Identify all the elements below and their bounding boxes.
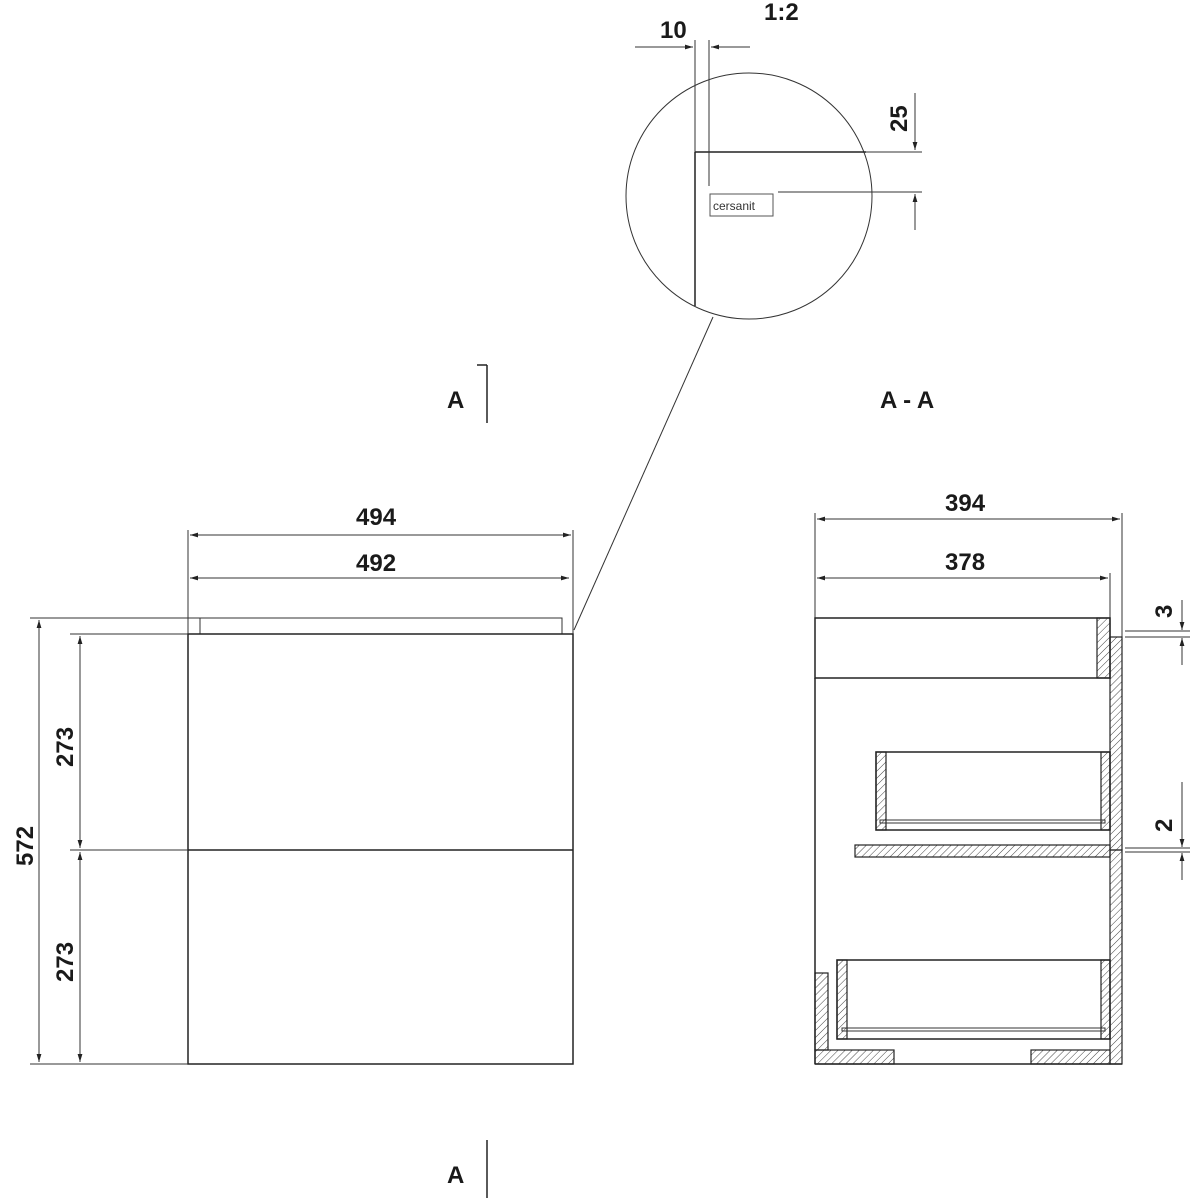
front-view: A A 494 492 572 273 273 [12, 364, 574, 1198]
dim-494: 494 [356, 504, 397, 531]
dim-492: 492 [356, 550, 396, 577]
detail-dim-25: 25 [886, 105, 913, 132]
section-mark-bottom: A [447, 1162, 464, 1189]
dim-378: 378 [945, 549, 985, 576]
dim-572: 572 [12, 826, 39, 866]
logo-text: cersanit [713, 199, 756, 213]
section-title: A - A [880, 387, 934, 414]
section-mark-top: A [447, 387, 464, 414]
dim-273-lower: 273 [52, 942, 79, 982]
dim-3: 3 [1151, 605, 1178, 618]
detail-view: 10 1:2 25 cersanit [573, 0, 922, 631]
detail-dim-10: 10 [660, 17, 687, 44]
detail-scale: 1:2 [764, 0, 799, 26]
dim-394: 394 [945, 490, 986, 517]
dim-273-upper: 273 [52, 727, 79, 767]
dim-2: 2 [1151, 819, 1178, 832]
cersanit-logo [709, 193, 774, 217]
section-view: A - A 394 378 3 2 [814, 387, 1190, 1065]
